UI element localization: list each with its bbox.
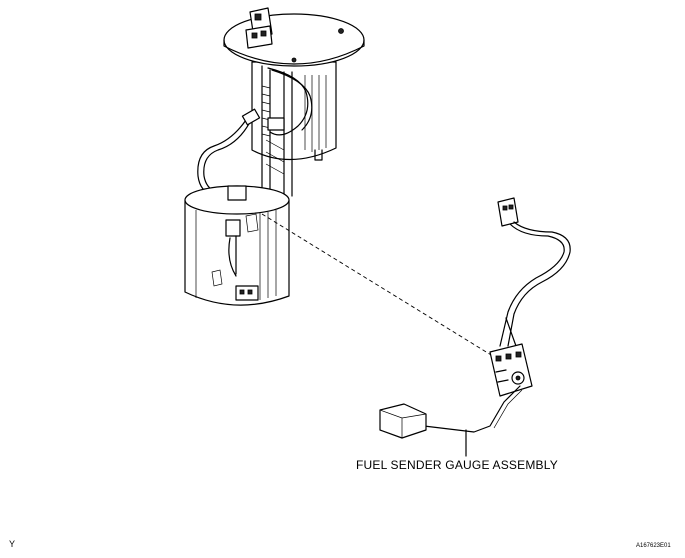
- sender-body: [489, 343, 533, 397]
- fuel-sender-gauge-label: FUEL SENDER GAUGE ASSEMBLY: [356, 458, 558, 472]
- assembly-leader-line: [261, 213, 497, 359]
- top-flange: [223, 7, 365, 67]
- fuel-sender-gauge-assembly: [379, 197, 571, 457]
- figure-id: A167623E01: [636, 543, 671, 549]
- guide-rods: [261, 65, 293, 203]
- flange-connector: [245, 7, 273, 49]
- corner-mark: Y: [9, 539, 16, 549]
- lower-canister: [184, 185, 290, 306]
- upper-canister: [251, 61, 337, 161]
- float-arm: [423, 385, 521, 433]
- sender-connector: [497, 197, 519, 227]
- sender-float: [379, 403, 427, 439]
- fuel-pump-module: [184, 7, 365, 306]
